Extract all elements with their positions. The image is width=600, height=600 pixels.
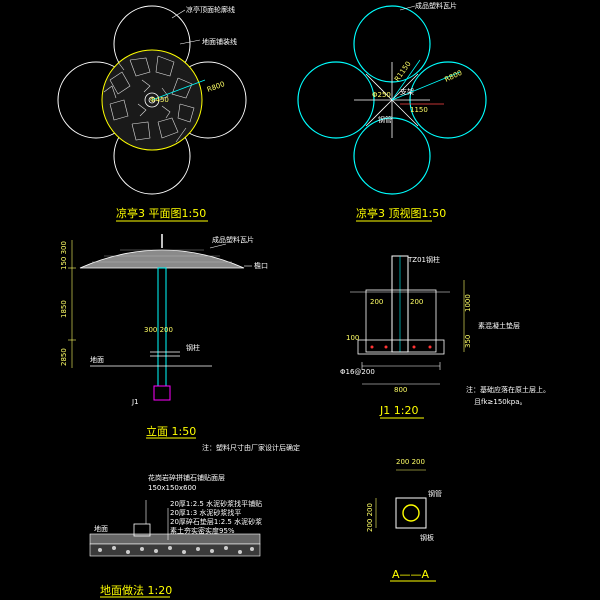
roof-dim-r1: R1150 (393, 60, 413, 83)
paving-head2: 150x150x600 (148, 484, 196, 492)
elev-label-ground: 地面 (90, 355, 104, 364)
paving-l1: 20厚1:2.5 水泥砂浆找平铺贴 (170, 499, 262, 508)
j1-label-side: 素混凝土垫层 (478, 321, 520, 330)
roof-dim-phi: Φ250 (372, 91, 391, 99)
plan-dim-d: Φ450 (150, 96, 169, 104)
aa-dim-top: 200 200 (396, 458, 425, 466)
elev-dim-low: 2850 (60, 348, 68, 366)
j1-note2: 且fk≥150kpa。 (474, 398, 527, 406)
elev-dim-top: 150 300 (60, 241, 68, 270)
elev-label-eave: 檐口 (254, 261, 268, 270)
stone-paving-pattern (103, 55, 195, 143)
plan-title: 凉亭3 平面图1:50 (116, 206, 206, 220)
aa-dim-side: 200 200 (366, 503, 374, 532)
section-aa-view: 200 200 200 200 钢管 钢板 A——A (366, 458, 442, 582)
paving-l4: 素土夯实密实度95% (170, 526, 235, 535)
paving-ground: 地面 (94, 524, 108, 533)
j1-dim-350: 350 (464, 335, 472, 348)
aa-title: A——A (392, 568, 430, 581)
j1-dim-200b: 200 (410, 298, 423, 306)
j1-foundation-view: TZ01钢柱 200 200 100 800 1000 350 素混凝土垫层 Φ… (340, 255, 550, 419)
roof-dim-1150: 1150 (410, 106, 428, 114)
paving-title: 地面做法 1:20 (100, 583, 172, 597)
aa-label2: 钢板 (420, 533, 434, 542)
j1-dim-1000: 1000 (464, 294, 472, 312)
plan-dim-r: R800 (206, 80, 226, 94)
elev-dim-mid: 1850 (60, 300, 68, 318)
paving-section-view: 花岗岩碎拼铺石铺贴面层 150x150x600 20厚1:2.5 水泥砂浆找平铺… (89, 473, 262, 598)
j1-dim-800: 800 (394, 386, 407, 394)
j1-label-top: TZ01钢柱 (407, 255, 440, 264)
j1-dim-200a: 200 (370, 298, 383, 306)
plan-view: 凉亭顶面轮廓线 地面铺装线 R800 Φ450 凉亭3 平面图1:50 (57, 5, 247, 222)
j1-title: J1 1:20 (379, 404, 418, 417)
j1-dim-100: 100 (346, 334, 359, 342)
paving-l3: 20厚碎石垫层1:2.5 水泥砂浆 (170, 517, 262, 526)
elevation-view: 150 300 1850 2850 300 200 成品塑料瓦片 檐口 钢柱 地… (60, 234, 300, 452)
roof-title: 凉亭3 顶视图1:50 (356, 206, 446, 220)
elev-label-roof: 成品塑料瓦片 (212, 235, 254, 244)
plan-label-floor: 地面铺装线 (202, 37, 237, 46)
roof-label-top: 成品塑料瓦片 (415, 1, 457, 10)
paving-l2: 20厚1:3 水泥砂浆找平 (170, 508, 241, 517)
elev-note: 注：塑料尺寸由厂家设计后确定 (202, 443, 300, 452)
roof-label-low: 钢管 (378, 115, 392, 124)
j1-label-bot: Φ16@200 (340, 368, 375, 376)
roof-dim-r2: R800 (443, 69, 463, 84)
roof-view: 成品塑料瓦片 R1150 R800 Φ250 1150 支架 钢管 凉亭3 顶视… (297, 1, 487, 222)
roof-label-mid: 支架 (400, 87, 414, 96)
j1-note1: 注：基础应落在原土层上。 (466, 385, 550, 394)
paving-head1: 花岗岩碎拼铺石铺贴面层 (148, 473, 225, 482)
aa-label1: 钢管 (428, 489, 442, 498)
plan-label-top: 凉亭顶面轮廓线 (186, 5, 235, 14)
elev-label-col: 钢柱 (186, 343, 200, 352)
elev-title: 立面 1:50 (146, 424, 196, 438)
elev-dim-small: 300 200 (144, 326, 173, 334)
elev-label-j1: J1 (131, 398, 139, 406)
